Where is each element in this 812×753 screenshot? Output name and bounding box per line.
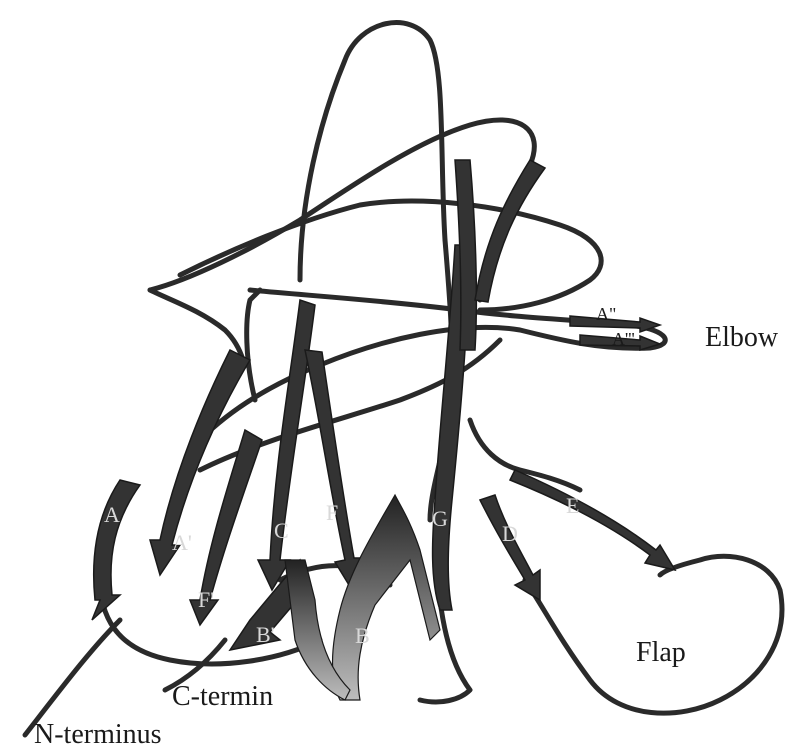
- label-strand-g: G: [432, 506, 448, 531]
- label-strand-f: F: [326, 500, 338, 525]
- cross-loop: [247, 290, 260, 400]
- label-strand-b-prime: B': [256, 622, 275, 647]
- n-terminus-tail: [25, 620, 120, 735]
- label-elbow: Elbow: [705, 322, 779, 353]
- label-strand-c: C: [274, 518, 289, 543]
- strand-a-shape: [92, 480, 140, 620]
- strand-f-shape: [305, 350, 362, 590]
- flap-loop: [525, 556, 782, 713]
- label-strand-e: E: [566, 493, 579, 518]
- top-loop: [300, 23, 445, 280]
- label-strand-d: D: [502, 521, 518, 546]
- strand-e-shape: [510, 470, 675, 570]
- label-strand-b: B: [355, 623, 370, 648]
- label-strand-f-prime: F': [198, 587, 214, 612]
- label-n-terminus: N-terminus: [34, 719, 162, 750]
- label-strand-a: A: [104, 502, 120, 527]
- strand-d-shape: [480, 495, 540, 600]
- label-strand-a-prime: A': [172, 530, 192, 555]
- left-upper-connector: [150, 290, 243, 360]
- label-c-terminus: C-termin: [172, 681, 273, 712]
- label-flap: Flap: [636, 637, 686, 668]
- upper-right-strand-2-shape: [475, 160, 545, 302]
- diagonal-loop-2: [180, 201, 601, 310]
- label-strand-a3: A''': [612, 329, 635, 349]
- backbone-loops: [25, 23, 782, 735]
- label-strand-a2: A": [596, 304, 616, 324]
